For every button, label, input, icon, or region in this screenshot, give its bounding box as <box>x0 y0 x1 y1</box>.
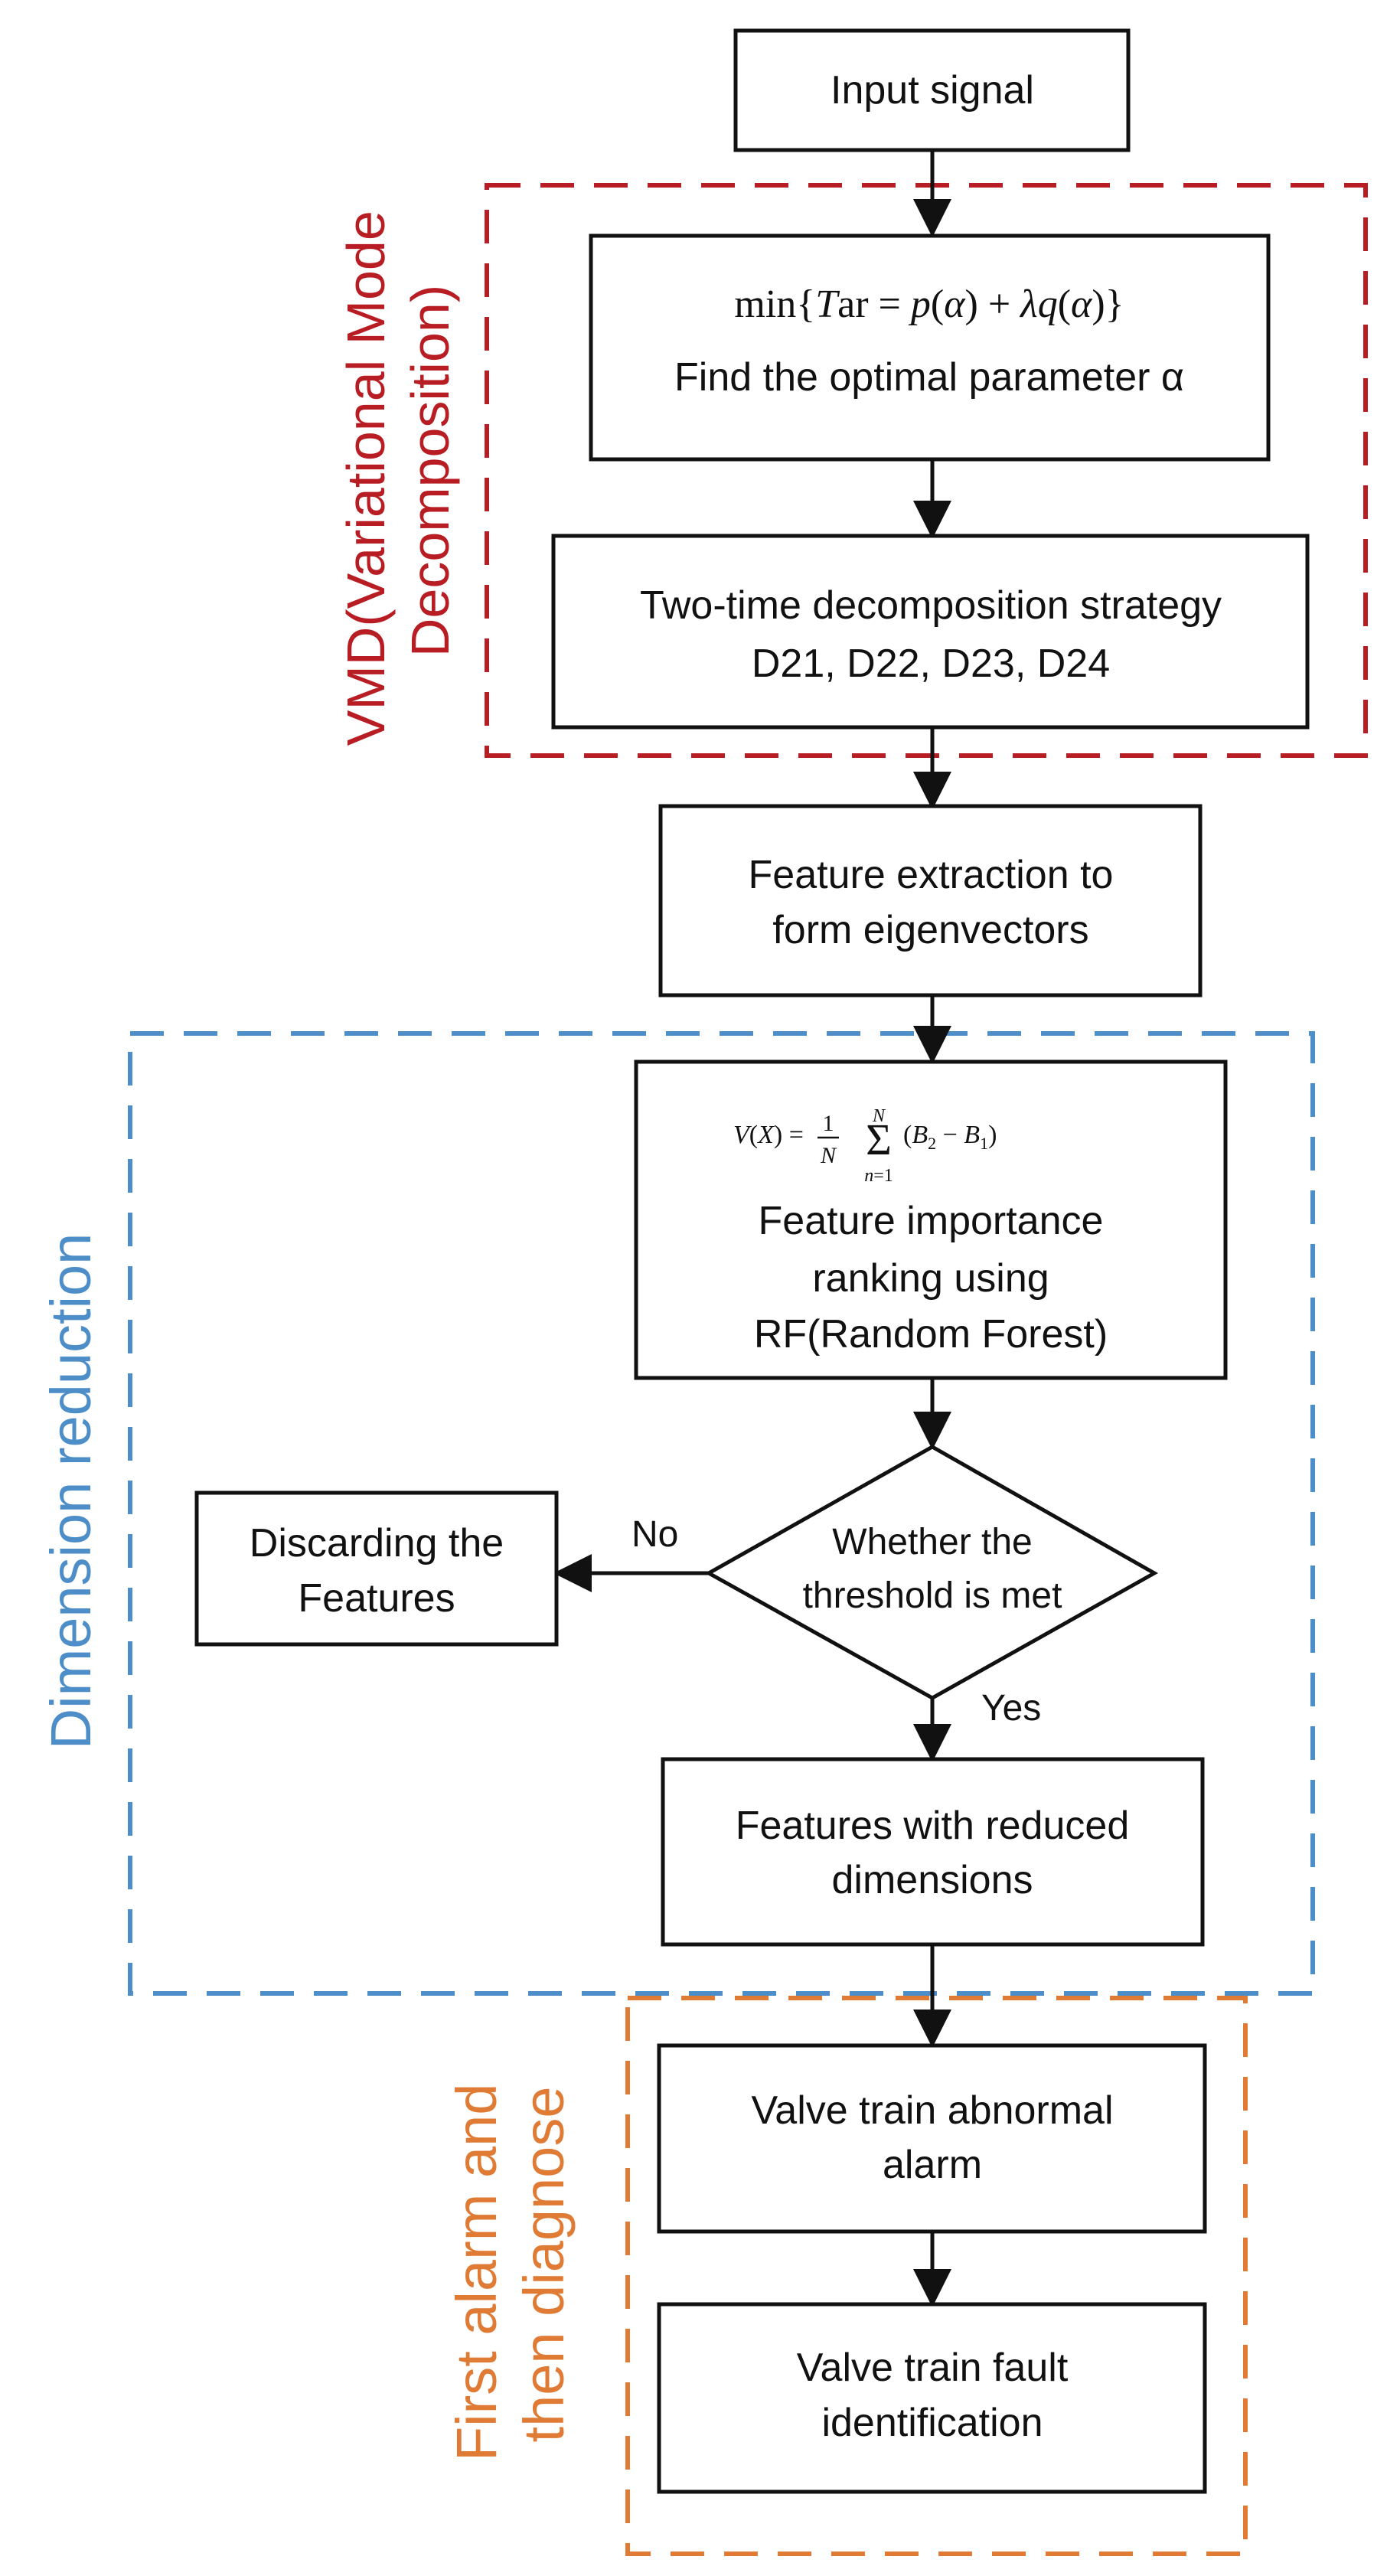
vmd-group-frame <box>485 183 1368 758</box>
node-importance: V(X) = 1 N N Σ n=1 (B2 − B1) Feature imp… <box>634 1059 1228 1380</box>
node-two-time-line2: D21, D22, D23, D24 <box>752 642 1110 686</box>
node-optimize: min{Tar = p(α) + λq(α)} Find the optimal… <box>589 233 1271 462</box>
vmd-group-label: VMD(Variational Mode Decomposition) <box>336 196 460 746</box>
node-reduced: Features with reduced dimensions <box>661 1757 1205 1947</box>
node-fault: Valve train fault identification <box>657 2302 1207 2494</box>
node-input-label: Input signal <box>831 68 1034 113</box>
node-extraction-line2: form eigenvectors <box>772 908 1088 952</box>
first-alarm-group-frame <box>625 1996 1248 2556</box>
node-importance-line2: ranking using <box>812 1256 1049 1301</box>
node-two-time-line1: Two-time decomposition strategy <box>640 583 1222 628</box>
node-feature-extraction: Feature extraction to form eigenvectors <box>658 804 1203 997</box>
svg-text:V(X) =: V(X) = <box>733 1121 804 1149</box>
node-optimize-label: Find the optimal parameter α <box>674 355 1184 400</box>
edge-label-yes: Yes <box>981 1688 1041 1729</box>
svg-text:1: 1 <box>823 1111 834 1136</box>
node-fault-line2: identification <box>821 2401 1043 2445</box>
dimension-group-frame <box>128 1031 1315 1996</box>
node-reduced-line2: dimensions <box>831 1858 1033 1902</box>
svg-text:N: N <box>872 1106 886 1126</box>
node-alarm: Valve train abnormal alarm <box>657 2043 1207 2234</box>
node-decision-line2: threshold is met <box>803 1575 1062 1616</box>
svg-text:N: N <box>820 1143 837 1168</box>
node-decision: Whether the threshold is met <box>704 1445 1159 1700</box>
edge-label-no: No <box>631 1514 678 1555</box>
node-optimize-formula: min{Tar = p(α) + λq(α)} <box>734 282 1124 326</box>
node-alarm-line1: Valve train abnormal <box>751 2088 1113 2133</box>
node-decision-line1: Whether the <box>832 1522 1032 1562</box>
connectors <box>553 150 951 2307</box>
node-alarm-line2: alarm <box>883 2143 982 2187</box>
node-input: Input signal <box>733 28 1131 152</box>
first-alarm-group-label: First alarm and then diagnose <box>445 2068 576 2461</box>
node-importance-formula: V(X) = 1 N N Σ n=1 (B2 − B1) <box>733 1106 997 1186</box>
node-two-time: Two-time decomposition strategy D21, D22… <box>551 534 1310 730</box>
node-discard-line2: Features <box>298 1576 455 1621</box>
node-discard: Discarding the Features <box>194 1490 559 1647</box>
node-reduced-line1: Features with reduced <box>736 1804 1130 1848</box>
svg-text:Σ: Σ <box>866 1115 892 1164</box>
svg-text:(B2 − B1): (B2 − B1) <box>903 1121 997 1153</box>
dimension-group-label: Dimension reduction <box>39 1233 103 1750</box>
svg-text:n=1: n=1 <box>864 1166 893 1186</box>
node-importance-line1: Feature importance <box>759 1199 1104 1243</box>
node-fault-line1: Valve train fault <box>797 2346 1069 2390</box>
node-extraction-line1: Feature extraction to <box>749 853 1114 897</box>
node-importance-line3: RF(Random Forest) <box>754 1312 1108 1357</box>
node-discard-line1: Discarding the <box>250 1521 504 1566</box>
